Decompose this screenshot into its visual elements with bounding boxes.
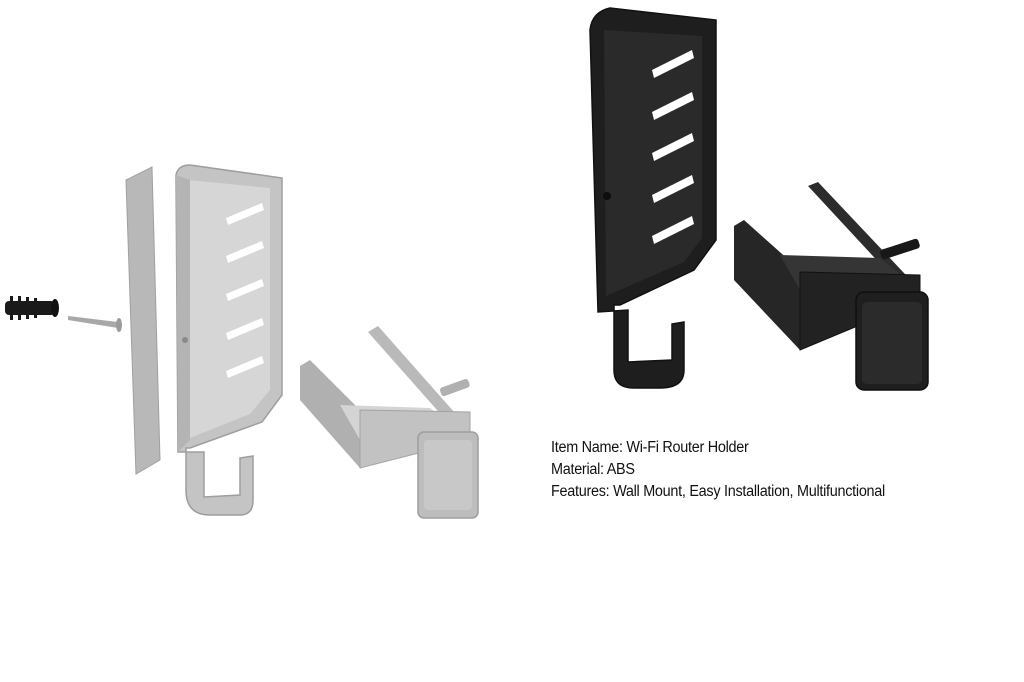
material-text: Material: ABS: [551, 461, 635, 478]
adhesive-plate: [125, 166, 161, 475]
black-bottom-bracket: [734, 182, 929, 391]
features-text: Features: Wall Mount, Easy Installation,…: [551, 483, 885, 500]
wall-anchor-small-icon: [440, 379, 470, 397]
silver-bottom-bracket: [300, 326, 479, 519]
screw-icon: [68, 316, 122, 332]
product-spec-caption: Item Name: Wi-Fi Router Holder Material:…: [551, 437, 885, 503]
wall-anchor-small-icon: [880, 238, 920, 260]
silver-exploded-image: [0, 150, 500, 530]
item-name-text: Item Name: Wi-Fi Router Holder: [551, 439, 749, 456]
silver-holder: [175, 164, 283, 516]
black-holder: [589, 7, 717, 389]
wall-anchor-icon: [5, 296, 59, 320]
black-holder-image: [580, 0, 940, 400]
